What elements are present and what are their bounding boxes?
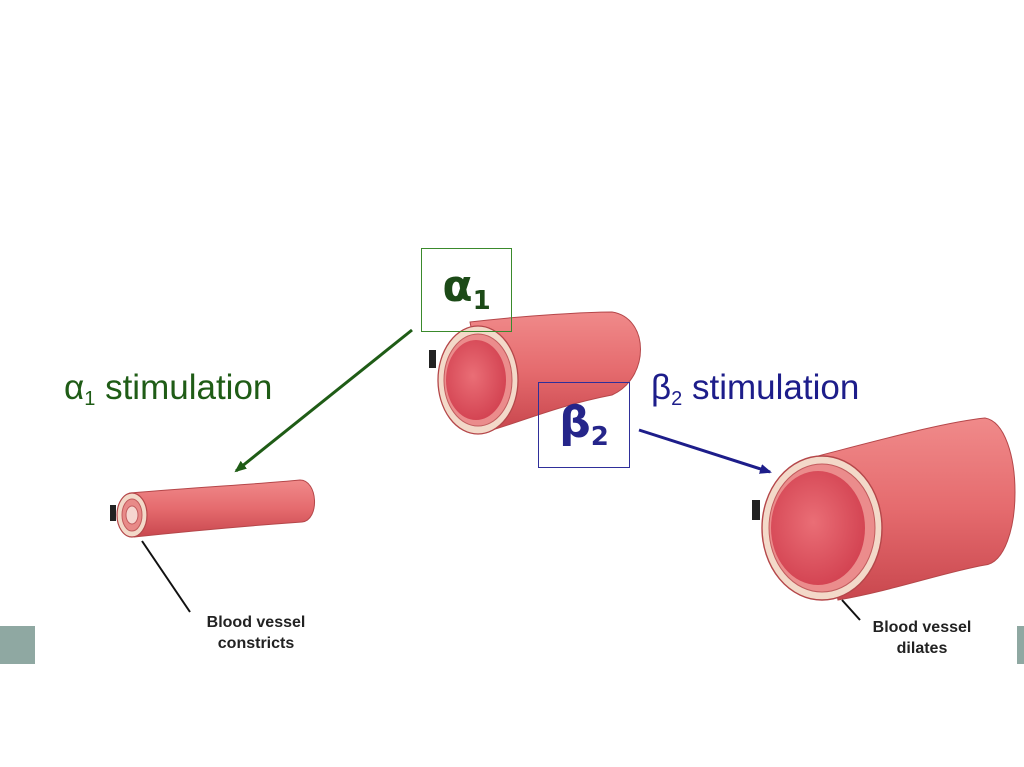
dilated-vessel <box>752 417 1016 601</box>
alpha1-receptor-box: α1 <box>421 248 512 332</box>
right-side-bar <box>1017 626 1024 664</box>
dilates-caption-line2: dilates <box>896 640 948 657</box>
alpha-subscript: 1 <box>84 388 96 410</box>
alpha1-receptor-subscript: 1 <box>472 286 491 316</box>
beta2-receptor-subscript: 2 <box>590 422 609 452</box>
left-side-bar <box>0 626 35 664</box>
constricted-vessel <box>110 479 315 538</box>
constrict-pointer-line <box>141 540 191 613</box>
beta2-receptor-box: β2 <box>538 382 630 468</box>
dilate-pointer-line <box>841 599 861 621</box>
beta-stimulation-label: β2 stimulation <box>651 370 859 409</box>
alpha-symbol: α <box>64 368 85 407</box>
constricts-caption-line2: constricts <box>217 635 295 652</box>
beta-subscript: 2 <box>671 388 683 410</box>
alpha1-receptor-symbol: α <box>442 261 473 312</box>
alpha-stimulation-text: stimulation <box>95 368 273 407</box>
dilates-caption: Blood vessel dilates <box>852 617 992 659</box>
beta-arrow <box>638 428 772 474</box>
beta-stimulation-text: stimulation <box>682 368 860 407</box>
alpha-arrow <box>234 328 413 473</box>
dilates-caption-line1: Blood vessel <box>872 619 972 636</box>
beta-symbol: β <box>651 368 672 407</box>
beta2-receptor-symbol: β <box>559 397 591 448</box>
middle-vessel <box>429 311 641 435</box>
alpha-stimulation-label: α1 stimulation <box>64 370 272 409</box>
constricts-caption: Blood vessel constricts <box>186 612 326 654</box>
constricts-caption-line1: Blood vessel <box>206 614 306 631</box>
